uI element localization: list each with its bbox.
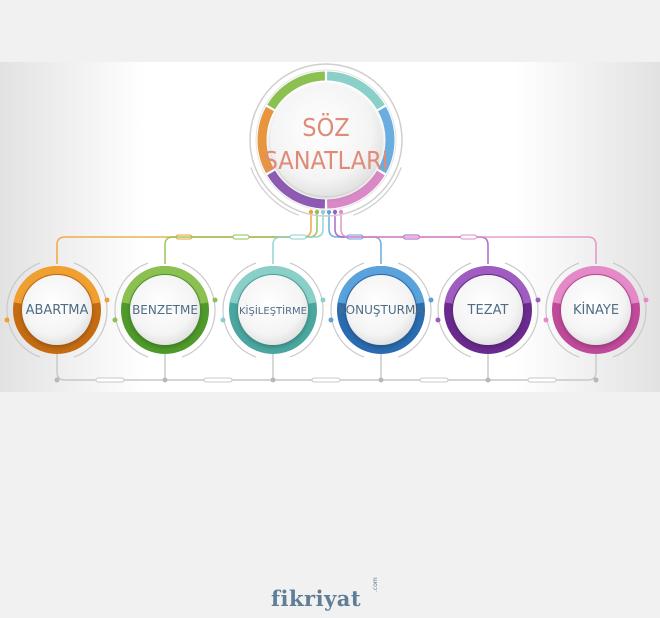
node-disc	[453, 275, 523, 345]
connector-dot	[338, 209, 344, 215]
topic-node-label: ABARTMA	[26, 303, 89, 318]
node-ring-light	[552, 266, 640, 304]
main-topic-circle: SÖZ SANATLARI	[249, 63, 403, 217]
main-tick-arc	[250, 167, 299, 216]
node-accent-dot	[428, 297, 434, 303]
node-outer-arc	[114, 262, 149, 358]
main-ring-segment	[257, 106, 275, 174]
bottom-bead	[203, 377, 233, 383]
bottom-node-dot	[270, 377, 276, 383]
bottom-node-dot	[54, 377, 60, 383]
connector-bead	[232, 234, 250, 240]
bottom-bead	[95, 377, 125, 383]
topic-node-label: KİŞİLEŞTİRME	[239, 304, 307, 317]
main-disc	[270, 84, 382, 196]
topic-node-label: TEZAT	[467, 303, 509, 318]
node-ring-light	[444, 266, 532, 304]
logo-suffix: .com	[372, 577, 379, 592]
topic-node: ABARTMA	[4, 262, 110, 358]
node-outer-arc	[437, 262, 472, 358]
node-disc	[238, 275, 308, 345]
node-accent-dot	[328, 317, 334, 323]
topic-node-label: BENZETME	[132, 303, 198, 317]
topic-node-label: KONUŞTURMA	[338, 303, 424, 317]
node-outer-arc	[545, 262, 580, 358]
node-accent-dot	[435, 317, 441, 323]
node-outer-arc	[181, 262, 216, 358]
node-disc	[346, 275, 416, 345]
node-accent-dot	[112, 317, 118, 323]
main-ring-segment	[326, 71, 385, 110]
node-accent-dot	[4, 317, 10, 323]
node-ring-light	[13, 266, 101, 304]
connector-dot	[326, 209, 332, 215]
connector-bead	[289, 234, 307, 240]
main-outer-ring	[249, 63, 403, 217]
main-ring-segment	[377, 106, 395, 174]
main-ring-segment	[267, 71, 326, 110]
main-ring-segment	[267, 170, 326, 209]
node-accent-dot	[104, 297, 110, 303]
node-accent-dot	[320, 297, 326, 303]
topic-node-label: KİNAYE	[573, 302, 619, 318]
top-connectors	[56, 209, 597, 264]
node-outer-arc	[289, 262, 324, 358]
topic-node: TEZAT	[435, 262, 541, 358]
node-outer-arc	[397, 262, 432, 358]
node-accent-dot	[543, 317, 549, 323]
node-disc	[22, 275, 92, 345]
main-title-line: SANATLARI	[264, 146, 389, 175]
node-ring-light	[229, 266, 317, 304]
bottom-bus-line	[56, 350, 597, 381]
node-outer-arc	[330, 262, 365, 358]
bottom-node-dot	[485, 377, 491, 383]
bottom-bead	[527, 377, 557, 383]
node-outer-arc	[222, 262, 257, 358]
bottom-node-dot	[162, 377, 168, 383]
topic-node: KİNAYE	[543, 262, 649, 358]
main-tick-arc	[353, 167, 402, 216]
bottom-bead	[419, 377, 449, 383]
node-outer-arc	[6, 262, 41, 358]
bottom-bead	[311, 377, 341, 383]
connector-dot	[320, 209, 326, 215]
bottom-node-dot	[378, 377, 384, 383]
connector-bead	[460, 234, 477, 240]
node-accent-dot	[535, 297, 541, 303]
bottom-node-dot	[593, 377, 599, 383]
node-ring-light	[121, 266, 209, 304]
main-title-line: SÖZ	[302, 113, 349, 142]
node-accent-dot	[643, 297, 649, 303]
node-outer-arc	[73, 262, 108, 358]
node-ring-light	[337, 266, 425, 304]
connector-dot	[308, 209, 314, 215]
fikriyat-logo: fikriyat	[271, 586, 362, 611]
node-outer-arc	[612, 262, 647, 358]
connector-dot	[332, 209, 338, 215]
node-outer-arc	[504, 262, 539, 358]
main-ring-segment	[326, 170, 385, 209]
topic-node: KİŞİLEŞTİRME	[220, 262, 326, 358]
connector-dot	[314, 209, 320, 215]
bottom-connectors	[54, 350, 599, 383]
topic-node: BENZETME	[112, 262, 218, 358]
node-accent-dot	[212, 297, 218, 303]
topic-node: KONUŞTURMA	[328, 262, 434, 358]
node-disc	[130, 275, 200, 345]
node-disc	[561, 275, 631, 345]
node-accent-dot	[220, 317, 226, 323]
